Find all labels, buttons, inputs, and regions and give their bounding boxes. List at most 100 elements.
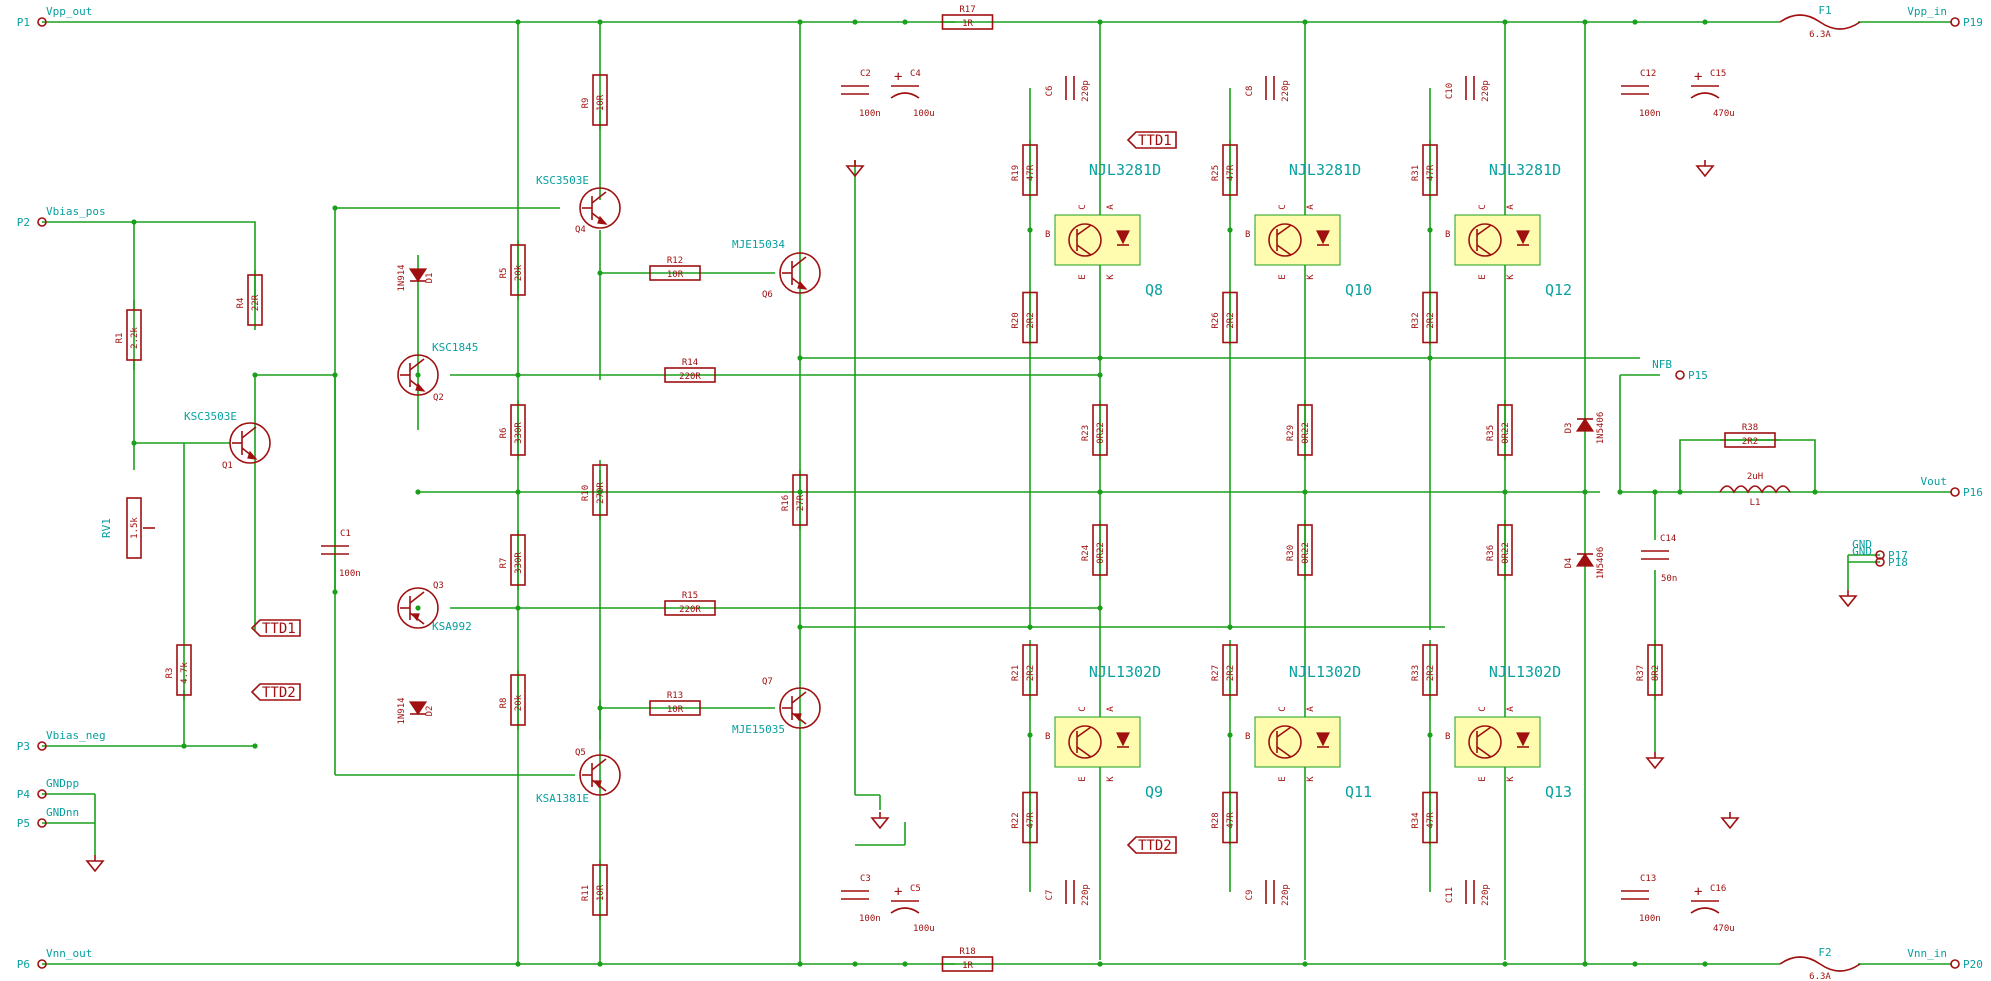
- pin-e: E: [1278, 274, 1288, 279]
- q9-ref: Q9: [1145, 783, 1163, 801]
- r26-value: 2R2: [1226, 312, 1236, 328]
- pin-k: K: [1506, 776, 1516, 782]
- q8-ref: Q8: [1145, 281, 1163, 299]
- r4-resistor: 22R R4: [236, 270, 263, 330]
- r14-value: 220R: [679, 372, 701, 382]
- port-p1-pin: P1: [17, 16, 30, 29]
- pin-b: B: [1445, 230, 1450, 240]
- q10-value: NJL3281D: [1289, 161, 1361, 179]
- r28-ref: R28: [1211, 812, 1221, 828]
- flag-ttd2-label: TTD2: [1138, 838, 1172, 854]
- r12-ref: R12: [667, 256, 683, 266]
- r30-value: 0R22: [1301, 542, 1311, 564]
- port-p17-name: GND: [1852, 538, 1872, 551]
- c9-value: 220p: [1281, 884, 1291, 906]
- port-p2-pin: P2: [17, 216, 30, 229]
- r8-value: 20k: [514, 694, 524, 711]
- c7-ref: C7: [1045, 890, 1055, 901]
- d2-value: 1N914: [397, 697, 407, 724]
- c7-capacitor: C7 220p: [1045, 880, 1091, 906]
- r4-ref: R4: [236, 298, 246, 309]
- pin-c: C: [1478, 204, 1488, 209]
- r24-value: 0R22: [1096, 542, 1106, 564]
- ground-symbol: [870, 812, 890, 830]
- r17-ref: R17: [959, 5, 975, 15]
- r23-value: 0R22: [1096, 422, 1106, 444]
- r1-value: 2.2k: [130, 327, 140, 349]
- r21-value: 2R2: [1026, 665, 1036, 681]
- flag-ttd2: TTD2: [250, 683, 301, 701]
- port-p20-pin: P20: [1963, 958, 1983, 971]
- flag-ttd1-label: TTD1: [1138, 133, 1172, 149]
- l1-value: 2uH: [1747, 472, 1763, 482]
- pin-a: A: [1306, 204, 1316, 210]
- r4-value: 22R: [251, 294, 261, 311]
- q7-ref: Q7: [762, 677, 773, 687]
- c7-value: 220p: [1081, 884, 1091, 906]
- r25-ref: R25: [1211, 165, 1221, 181]
- port-p2-name: Vbias_pos: [46, 205, 106, 218]
- ground-symbol: [845, 160, 865, 178]
- pin-b: B: [1245, 230, 1250, 240]
- q1-value: KSC3503E: [184, 410, 237, 423]
- c16-ref: C16: [1710, 884, 1726, 894]
- r32-ref: R32: [1411, 312, 1421, 328]
- q7-value: MJE15035: [732, 723, 785, 736]
- c4-ref: C4: [910, 69, 921, 79]
- r16-value: 27R: [796, 494, 806, 511]
- flag-ttd1: TTD1: [250, 619, 301, 637]
- r19-ref: R19: [1011, 165, 1021, 181]
- q3-value: KSA992: [432, 620, 472, 633]
- r33-ref: R33: [1411, 665, 1421, 681]
- pin-b: B: [1045, 230, 1050, 240]
- q11-ref: Q11: [1345, 783, 1372, 801]
- pin-e: E: [1078, 776, 1088, 781]
- q2-ref: Q2: [433, 393, 444, 403]
- r13-ref: R13: [667, 691, 683, 701]
- port-p5-name: GNDnn: [46, 806, 79, 819]
- d4-ref: D4: [1564, 558, 1574, 569]
- c5-ref: C5: [910, 884, 921, 894]
- port-p20-name: Vnn_in: [1907, 947, 1947, 960]
- c11-value: 220p: [1481, 884, 1491, 906]
- q3-ref: Q3: [433, 581, 444, 591]
- pin-b: B: [1445, 732, 1450, 742]
- c1-ref: C1: [340, 529, 351, 539]
- d4-value: 1N5406: [1596, 547, 1606, 580]
- c14-value: 50n: [1661, 574, 1677, 584]
- r12-value: 10R: [667, 270, 684, 280]
- c4-value: 100u: [913, 109, 935, 119]
- port-p1-name: Vpp_out: [46, 5, 92, 18]
- ground-symbol: [1645, 752, 1665, 770]
- r15-value: 220R: [679, 605, 701, 615]
- r5-ref: R5: [499, 268, 509, 279]
- r14-ref: R14: [682, 358, 698, 368]
